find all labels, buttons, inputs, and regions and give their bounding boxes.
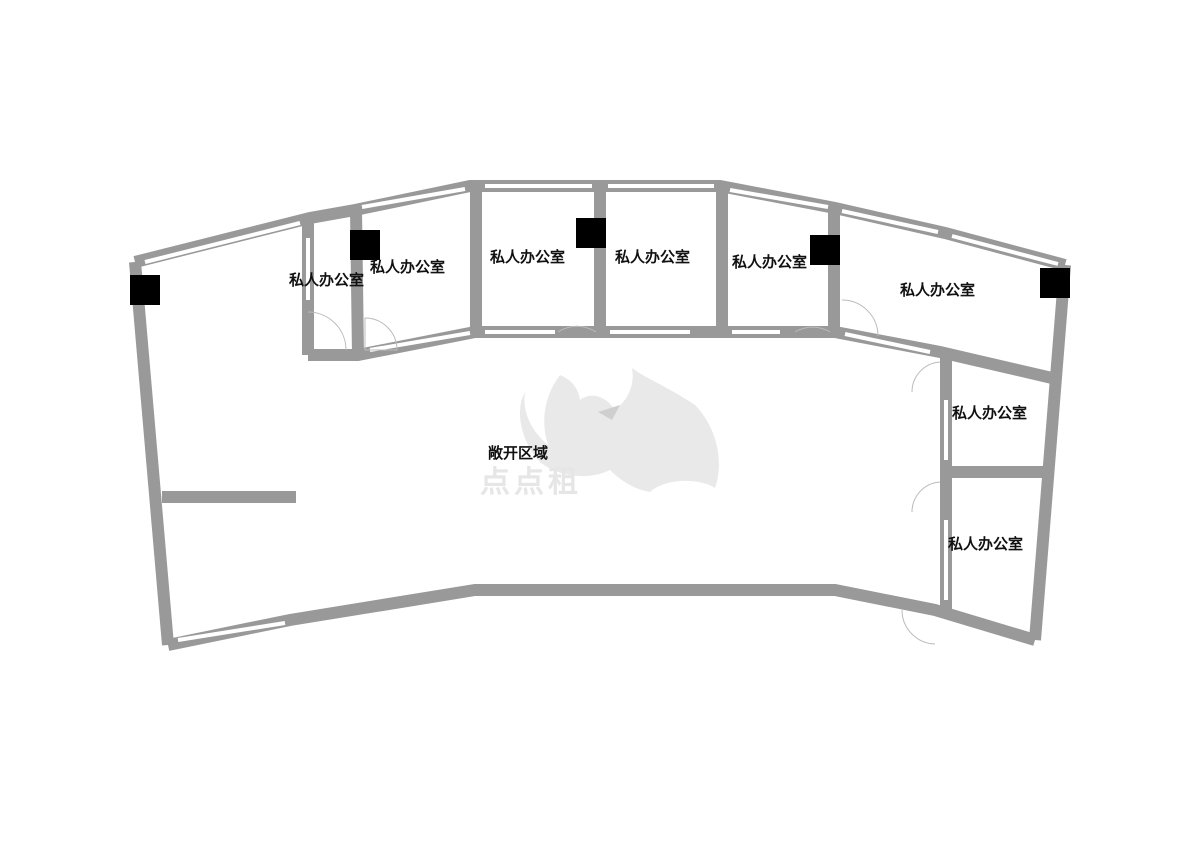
door-office-7 [911, 361, 941, 393]
window-8 [177, 621, 286, 642]
window-5 [729, 188, 829, 209]
columns [130, 218, 1070, 305]
column-5 [1040, 268, 1070, 298]
door-office-5 [794, 326, 831, 333]
door-entrance [901, 609, 936, 645]
column-4 [810, 235, 840, 265]
room-label-office-2: 私人办公室 [369, 258, 445, 276]
room-label-office-4: 私人办公室 [614, 248, 690, 266]
room-label-office-6: 私人办公室 [899, 281, 975, 299]
door-office-2 [364, 317, 398, 351]
column-1 [130, 275, 160, 305]
window-2 [361, 187, 466, 209]
room-label-office-7: 私人办公室 [951, 404, 1027, 422]
wall-right [1029, 264, 1071, 641]
room-label-office-1: 私人办公室 [288, 271, 364, 289]
column-2 [350, 230, 380, 260]
room-label-office-3: 私人办公室 [489, 248, 565, 266]
room-label-office-8: 私人办公室 [947, 535, 1023, 553]
window-13 [844, 332, 931, 354]
window-1 [144, 221, 301, 264]
column-3 [576, 218, 606, 248]
watermark-eye-shape [598, 405, 620, 420]
watermark-flame-shape [520, 368, 719, 492]
watermark-logo: 点点租 [480, 368, 719, 500]
wall-left [129, 261, 174, 646]
door-office-6 [841, 299, 879, 337]
window-9 [369, 331, 471, 352]
door-office-1 [307, 311, 347, 351]
doors [307, 299, 941, 645]
windows [144, 184, 1059, 642]
watermark-text: 点点租 [480, 465, 582, 500]
window-6 [841, 209, 939, 234]
wall-bottom [166, 584, 1037, 651]
door-office-8 [911, 481, 941, 513]
door-office-3 [557, 325, 597, 333]
room-label-open-area: 敞开区域 [488, 444, 548, 462]
room-labels: 私人办公室 私人办公室 私人办公室 私人办公室 私人办公室 私人办公室 私人办公… [288, 248, 1027, 553]
window-7 [951, 234, 1059, 266]
room-label-office-5: 私人办公室 [731, 253, 807, 271]
